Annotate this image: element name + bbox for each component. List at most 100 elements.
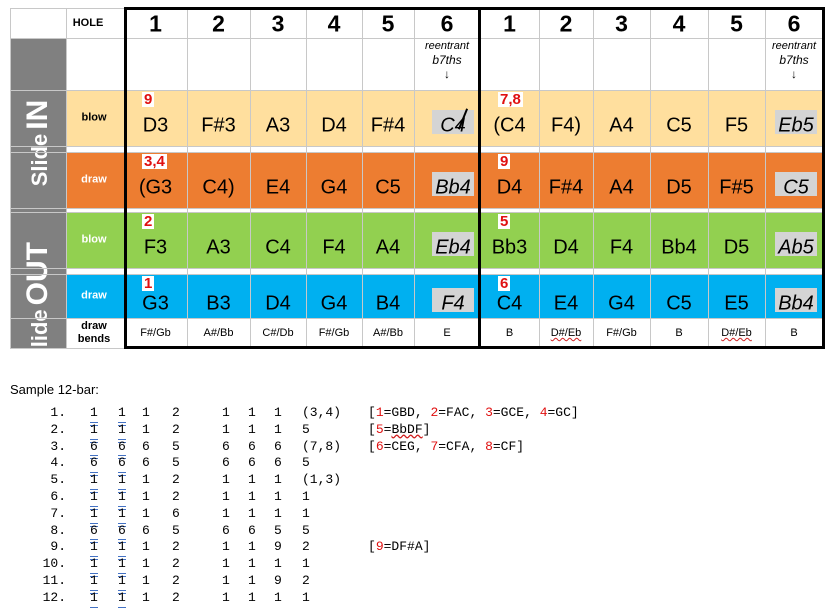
chord-marker: 3,4 bbox=[142, 153, 167, 170]
chord-text: =GBD, bbox=[383, 405, 431, 420]
row-label-blow: blow bbox=[81, 111, 107, 124]
hole-value: 1 bbox=[118, 422, 126, 440]
grid-line bbox=[650, 8, 651, 348]
hole-value: 6 bbox=[118, 439, 126, 457]
hole-value: 1 bbox=[248, 405, 256, 420]
hole-header-label: HOLE bbox=[72, 17, 104, 29]
bends-label-line: bends bbox=[77, 333, 111, 345]
hole-value: 1 bbox=[118, 590, 126, 608]
bar-number: 11. bbox=[42, 572, 66, 588]
hole-value: 1 bbox=[248, 573, 256, 588]
hole-value: 1 bbox=[248, 472, 256, 488]
thick-border bbox=[478, 8, 481, 348]
grid-line bbox=[10, 208, 823, 209]
chord-text: ] bbox=[422, 421, 431, 437]
hole-value: 6 bbox=[90, 523, 98, 541]
hole-value: 2 bbox=[172, 539, 180, 555]
note-cell: G4 bbox=[320, 176, 348, 199]
note-cell: G3 bbox=[142, 292, 169, 315]
bend-note: D#/Eb bbox=[721, 327, 752, 339]
note-cell: Eb5 bbox=[778, 114, 814, 137]
note-cell: F3 bbox=[143, 236, 168, 259]
hole-value: 1 bbox=[222, 405, 230, 420]
grid-line bbox=[539, 8, 540, 348]
legend-line: [6=CEG, 7=CFA, 8=CF] bbox=[368, 439, 579, 456]
grid-line bbox=[362, 8, 363, 348]
chord-number: 2 bbox=[430, 405, 439, 420]
bar-number: 10. bbox=[42, 556, 66, 572]
note-cell: C4) bbox=[202, 176, 235, 199]
hole-value: 1 bbox=[142, 556, 150, 572]
grid-line bbox=[10, 318, 823, 319]
hole-number: 6 bbox=[440, 10, 454, 37]
hole-number: 3 bbox=[271, 10, 285, 37]
side-label-word: Slide bbox=[27, 133, 52, 187]
note-cell: (C4 bbox=[493, 114, 526, 137]
note-cell: B4 bbox=[375, 292, 401, 315]
hole-number: 2 bbox=[212, 10, 225, 37]
hole-value: 1 bbox=[222, 539, 230, 555]
note-cell: D4 bbox=[553, 236, 579, 259]
chord-marker: 6 bbox=[498, 275, 511, 292]
chord-legend: [1=GBD, 2=FAC, 3=GCE, 4=GC][5=BbDF][6=CE… bbox=[368, 405, 579, 556]
hole-value: 1 bbox=[90, 539, 98, 558]
b7ths-line: b7ths bbox=[432, 53, 462, 67]
grid-line bbox=[10, 90, 823, 91]
chord-number: 6 bbox=[375, 438, 384, 454]
grid-line bbox=[10, 152, 823, 153]
hole-number: 1 bbox=[149, 10, 162, 37]
hole-value: 1 bbox=[118, 506, 126, 524]
row-label-blow: blow bbox=[81, 233, 107, 246]
hole-value: 1 bbox=[142, 405, 150, 420]
bar-number: 6. bbox=[50, 488, 66, 504]
side-label-out: SlideOUT bbox=[21, 242, 55, 362]
hole-value: 1 bbox=[90, 422, 98, 440]
hole-value: 1 bbox=[274, 505, 282, 521]
thick-border bbox=[124, 8, 127, 348]
hole-value: 2 bbox=[172, 556, 180, 572]
hole-value: 1 bbox=[248, 589, 256, 605]
chord-text: =CEG, bbox=[383, 438, 431, 454]
hole-value: 6 bbox=[248, 522, 256, 538]
note-cell: C5 bbox=[783, 176, 809, 199]
grid-line bbox=[10, 268, 823, 269]
hole-number: 1 bbox=[503, 10, 516, 37]
grid-line bbox=[66, 8, 67, 348]
bar-number: 3. bbox=[50, 438, 66, 454]
hole-value: 1 bbox=[274, 472, 282, 488]
hole-value: 9 bbox=[274, 573, 282, 588]
note-cell: F4 bbox=[441, 292, 465, 315]
note-cell: A4 bbox=[609, 114, 634, 137]
reentrant-note-highlight bbox=[432, 110, 474, 134]
note-cell: B3 bbox=[206, 292, 231, 315]
note-cell: Bb3 bbox=[491, 236, 528, 259]
note-cell: D5 bbox=[666, 176, 692, 199]
hole-value: 1 bbox=[90, 405, 98, 423]
chord-text: =GCE, bbox=[492, 405, 540, 420]
legend-line bbox=[368, 455, 579, 472]
side-label-direction: IN bbox=[21, 99, 54, 130]
hole-value: 1 bbox=[302, 589, 310, 605]
chord-number: 3 bbox=[485, 405, 493, 420]
hole-value: 1 bbox=[142, 505, 150, 521]
chord-text: =GC] bbox=[547, 405, 579, 420]
grid-line bbox=[414, 8, 415, 348]
hole-value: 9 bbox=[274, 539, 282, 555]
hole-value: 1 bbox=[142, 589, 150, 605]
chord-number: 8 bbox=[485, 438, 493, 454]
hole-value: 1 bbox=[302, 489, 310, 504]
thick-border bbox=[124, 346, 825, 349]
chord-marker: 9 bbox=[498, 153, 511, 170]
bar-number: 2. bbox=[50, 421, 66, 437]
chord-text: =CFA, bbox=[438, 438, 486, 454]
hole-value: 1 bbox=[222, 472, 230, 488]
chord-text: = bbox=[383, 421, 392, 437]
reentrant-note-highlight bbox=[432, 232, 474, 256]
bend-note: B bbox=[675, 327, 683, 339]
hole-value: 1 bbox=[222, 505, 230, 521]
down-arrow-icon: ↓ bbox=[444, 67, 450, 81]
hole-value: 5 bbox=[172, 438, 180, 454]
note-cell: G4 bbox=[320, 292, 348, 315]
hole-value: 1 bbox=[302, 505, 310, 521]
